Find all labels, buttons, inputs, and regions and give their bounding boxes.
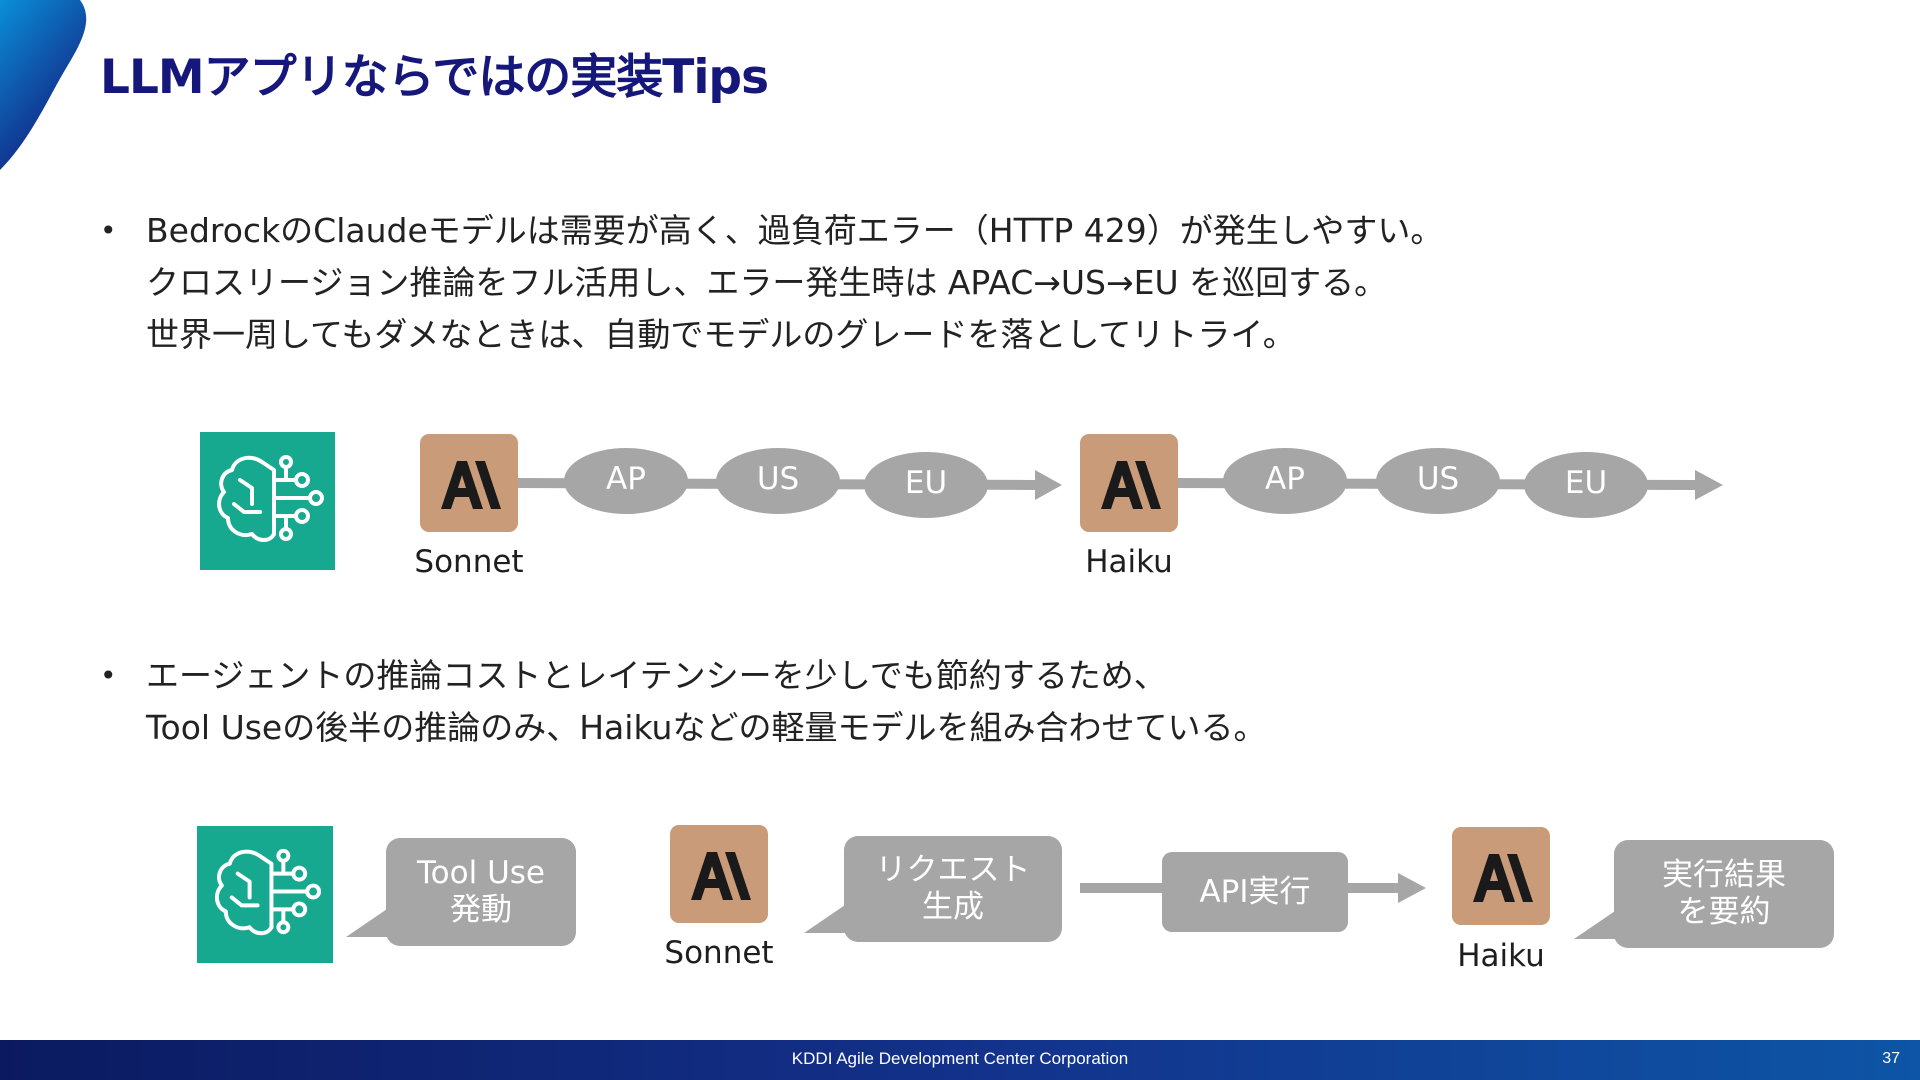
bubble-text: 生成 bbox=[922, 889, 984, 925]
bullet-line: クロスリージョン推論をフル活用し、エラー発生時は APAC→US→EU を巡回す… bbox=[146, 263, 1388, 302]
bubble-tail bbox=[1574, 909, 1618, 939]
corner-decoration bbox=[0, 0, 87, 170]
page-number: 37 bbox=[1882, 1050, 1900, 1067]
bubble-tail bbox=[804, 903, 848, 933]
anthropic-icon bbox=[1080, 434, 1178, 532]
bubble-summary: 実行結果 を要約 bbox=[1574, 840, 1834, 948]
model-label-sonnet: Sonnet bbox=[664, 935, 774, 971]
bubble-tool-use: Tool Use 発動 bbox=[346, 838, 576, 946]
bubble-text: を要約 bbox=[1677, 894, 1771, 930]
bedrock-brain-icon bbox=[200, 432, 335, 570]
region-ap: AP bbox=[1223, 448, 1347, 514]
bubble-tail bbox=[346, 907, 390, 937]
bullet-line: 世界一周してもダメなときは、自動でモデルのグレードを落としてリトライ。 bbox=[146, 315, 1296, 354]
anthropic-icon bbox=[1452, 827, 1550, 925]
footer-bar: KDDI Agile Development Center Corporatio… bbox=[0, 1040, 1920, 1080]
bubble-text: リクエスト bbox=[875, 852, 1031, 888]
region-eu: EU bbox=[864, 452, 988, 518]
model-label-sonnet: Sonnet bbox=[414, 544, 524, 580]
model-label-haiku: Haiku bbox=[1457, 938, 1545, 974]
api-execution: API実行 bbox=[1162, 852, 1348, 932]
bedrock-brain-icon bbox=[197, 826, 333, 963]
bubble-text: 発動 bbox=[450, 892, 512, 928]
bullet-line: Tool Useの後半の推論のみ、Haikuなどの軽量モデルを組み合わせている。 bbox=[146, 708, 1267, 747]
region-us: US bbox=[1376, 448, 1500, 514]
anthropic-icon bbox=[670, 825, 768, 923]
bullet-tool-use: • エージェントの推論コストとレイテンシーを少しでも節約するため、 Tool U… bbox=[100, 650, 1267, 754]
region-ap: AP bbox=[564, 448, 688, 514]
page-title: LLMアプリならではの実装Tips bbox=[100, 50, 769, 105]
bullet-line: BedrockのClaudeモデルは需要が高く、過負荷エラー（HTTP 429）… bbox=[146, 211, 1444, 250]
model-label-haiku: Haiku bbox=[1085, 544, 1173, 580]
bullet-marker: • bbox=[100, 659, 117, 692]
region-us: US bbox=[716, 448, 840, 514]
anthropic-icon bbox=[420, 434, 518, 532]
region-eu: EU bbox=[1524, 452, 1648, 518]
bubble-text: 実行結果 bbox=[1662, 857, 1786, 893]
bubble-text: Tool Use bbox=[417, 855, 545, 891]
footer-company: KDDI Agile Development Center Corporatio… bbox=[791, 1049, 1129, 1068]
bullet-cross-region: • BedrockのClaudeモデルは需要が高く、過負荷エラー（HTTP 42… bbox=[100, 205, 1444, 361]
bullet-marker: • bbox=[100, 214, 117, 247]
bubble-request: リクエスト 生成 bbox=[804, 836, 1062, 942]
bullet-line: エージェントの推論コストとレイテンシーを少しでも節約するため、 bbox=[146, 656, 1167, 695]
